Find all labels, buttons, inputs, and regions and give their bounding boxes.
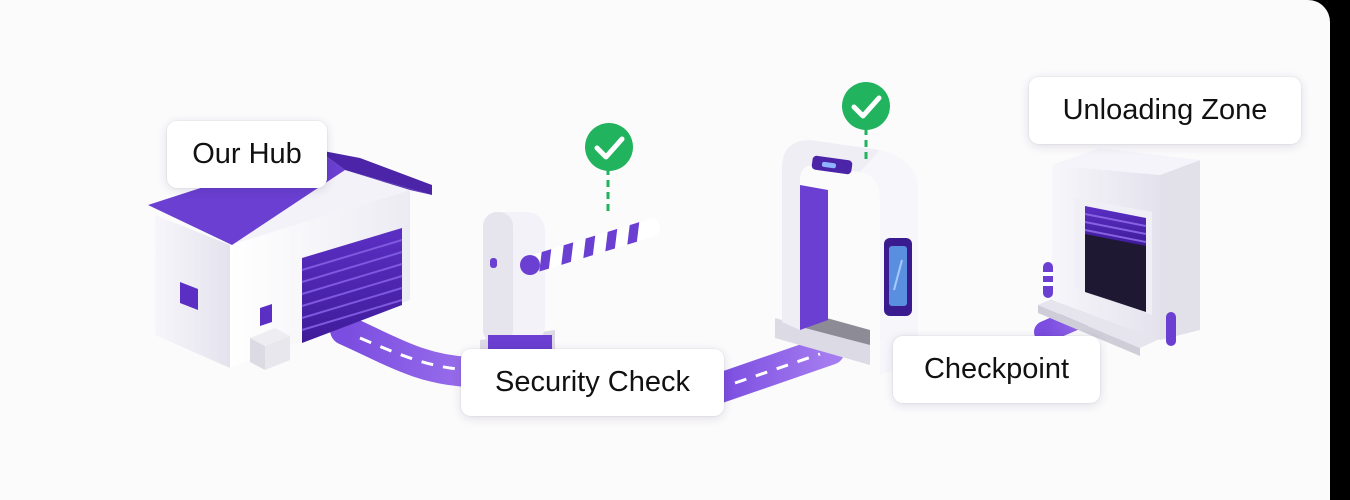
warehouse-icon (148, 150, 432, 370)
label-our-hub: Our Hub (167, 121, 327, 188)
label-checkpoint: Checkpoint (893, 336, 1100, 403)
check-circle-icon (585, 123, 633, 171)
label-security-check: Security Check (461, 349, 724, 416)
loading-dock-icon (1038, 148, 1200, 356)
scanner-arch-icon (775, 128, 918, 375)
check-circle-icon (842, 82, 890, 130)
label-unloading-zone: Unloading Zone (1029, 77, 1301, 144)
barrier-gate-icon (480, 168, 661, 360)
